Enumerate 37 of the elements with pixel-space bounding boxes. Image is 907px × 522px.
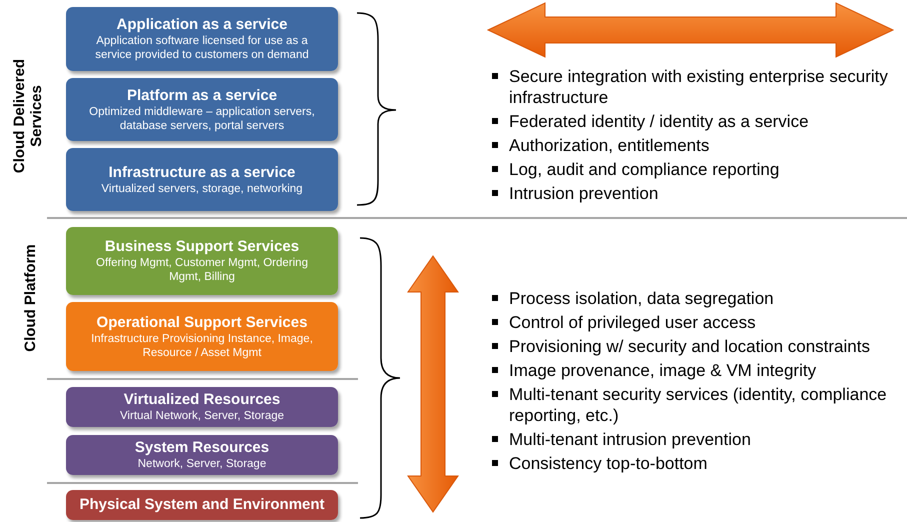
bullet-text: Secure integration with existing enterprise security infrastructure [509,66,889,108]
box-description: Application software licensed for use as a service provided to customers on demand [94,34,310,62]
box-title: Business Support Services [104,238,300,256]
box-title: Platform as a service [126,86,278,104]
layer-box [66,227,338,295]
bullet-text: Consistency top-to-bottom [509,453,708,474]
box-title: Infrastructure as a service [108,164,296,182]
box-title: System Resources [134,439,270,457]
bullet-text: Authorization, entitlements [509,135,710,156]
layer-box [66,435,338,475]
section-label: Cloud Delivered Services [11,58,45,176]
box-description: Infrastructure Provisioning Instance, Image, Resource / Asset Mgmt [90,332,314,360]
box-title: Virtualized Resources [124,391,280,409]
bullet-text: Multi-tenant security services (identity, compliance reporting, etc.) [509,384,888,426]
box-description: Virtualized servers, storage, networking [100,182,304,196]
layer-box [66,302,338,371]
box-description: Network, Server, Storage [136,457,268,471]
layer-box [66,7,338,71]
bullet-text: Image provenance, image & VM integrity [509,360,816,381]
bullet-text: Federated identity / identity as a service [509,111,809,132]
box-title: Operational Support Services [96,314,308,332]
layer-box [66,148,338,211]
bullet-text: Control of privileged user access [509,312,756,333]
section-label: Cloud Platform [22,244,38,352]
layer-box [66,78,338,141]
box-description: Virtual Network, Server, Storage [118,409,286,423]
layer-box [66,387,338,427]
box-description: Optimized middleware – application servers, database servers, portal servers [88,104,316,132]
bullet-text: Intrusion prevention [509,183,658,204]
bullet-text: Multi-tenant intrusion prevention [509,429,751,450]
layer-box [66,490,338,520]
bullet-text: Process isolation, data segregation [509,288,774,309]
box-title: Physical System and Environment [79,496,325,514]
bullet-text: Provisioning w/ security and location constraints [509,336,870,357]
box-description: Offering Mgmt, Customer Mgmt, Ordering Mgmt, Billing [95,256,309,284]
box-title: Application as a service [116,16,288,34]
bullet-text: Log, audit and compliance reporting [509,159,780,180]
